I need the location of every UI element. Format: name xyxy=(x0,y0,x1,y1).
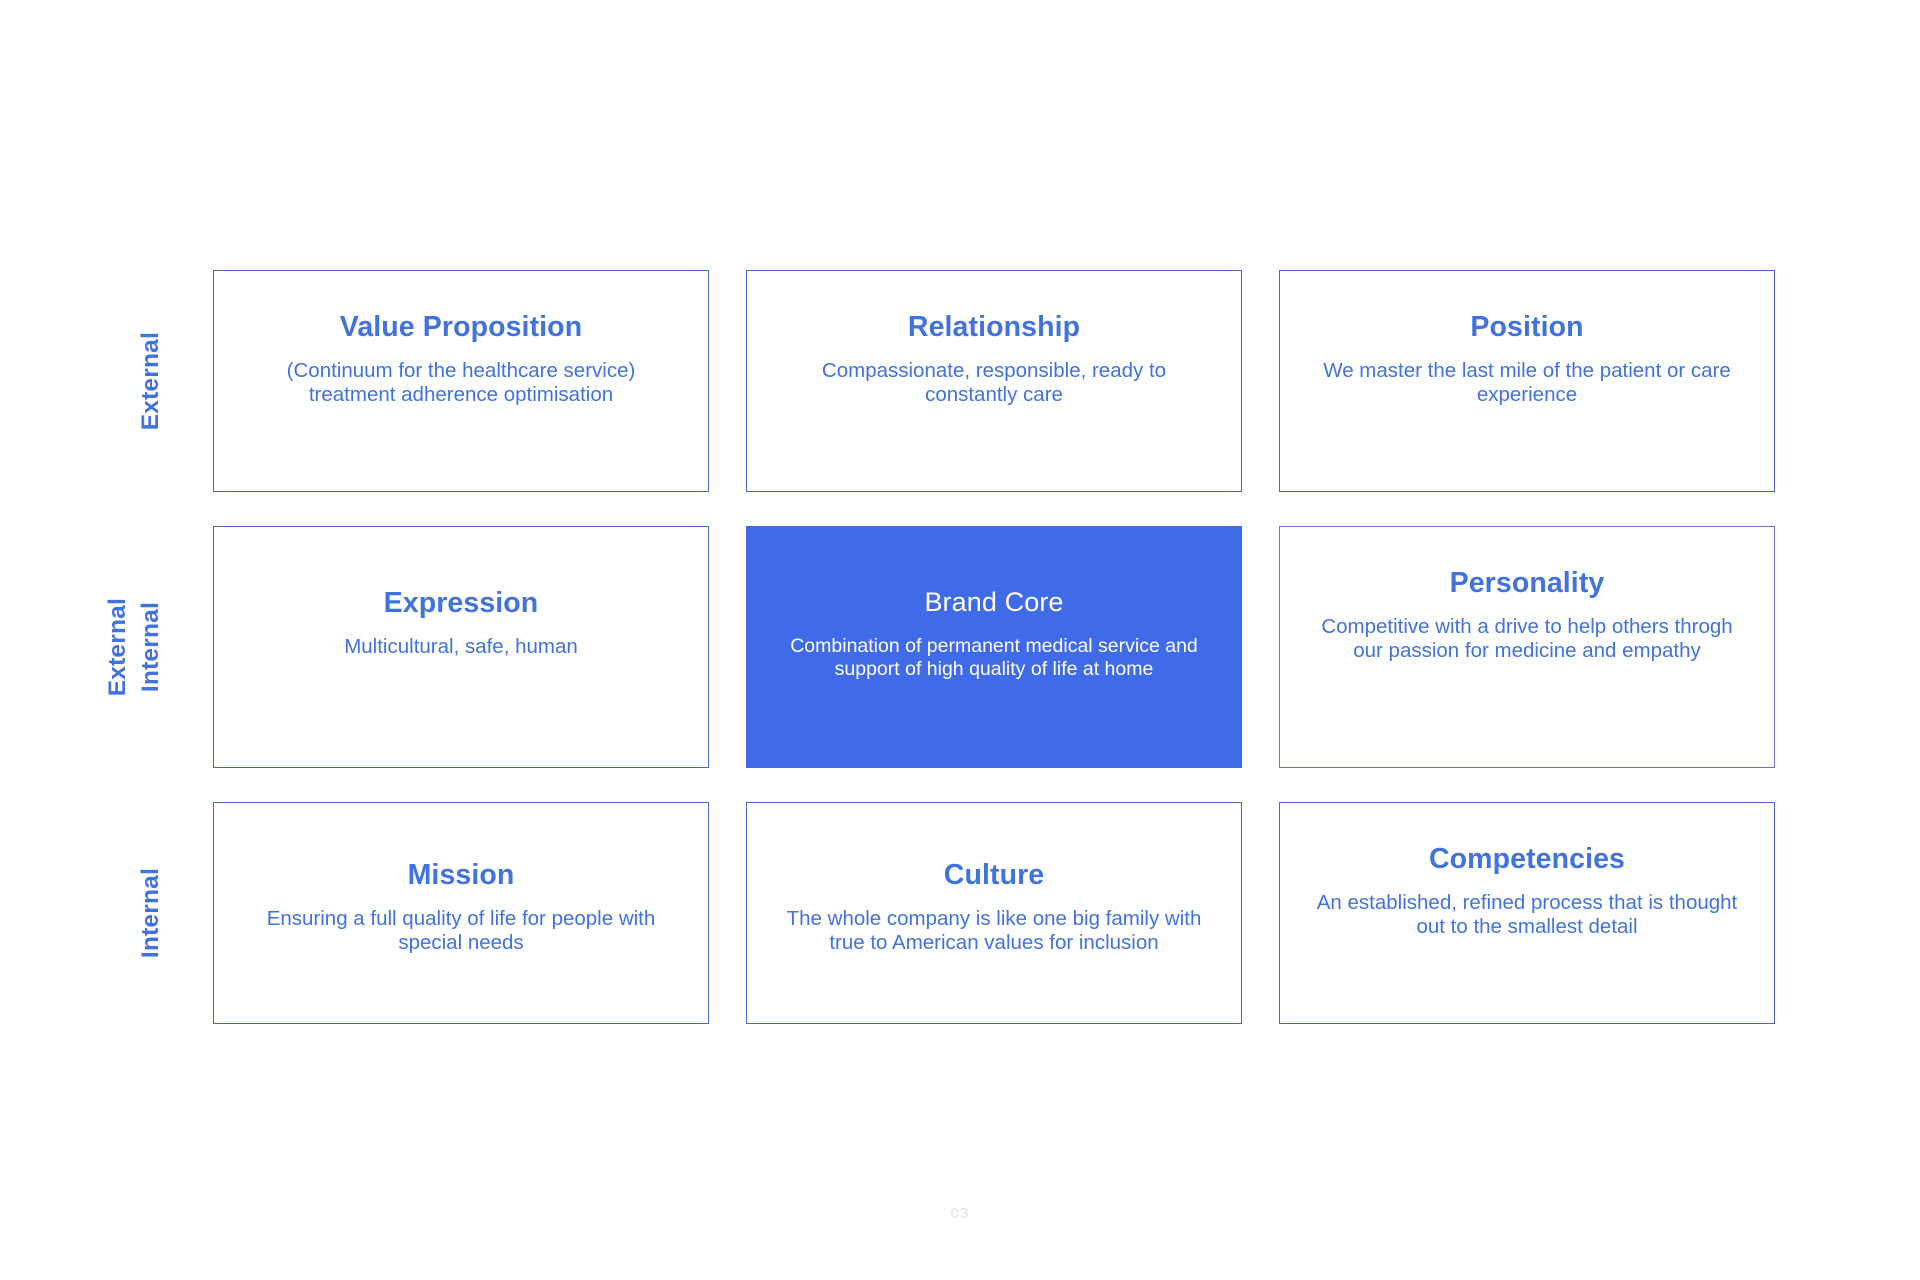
card-title: Value Proposition xyxy=(339,311,583,343)
card-description: The whole company is like one big family… xyxy=(786,906,1202,955)
card-brand-core[interactable]: Brand Core Combination of permanent medi… xyxy=(746,526,1242,768)
card-culture[interactable]: Culture The whole company is like one bi… xyxy=(746,802,1242,1024)
row-label-external-internal: External Internal xyxy=(104,526,165,768)
row-label-internal-bottom: Internal xyxy=(137,802,165,1024)
row-label-column: External External Internal Internal xyxy=(0,270,213,1024)
row-label-text: Internal xyxy=(137,867,164,959)
row-label-external-top: External xyxy=(137,270,165,492)
page-number: 03 xyxy=(950,1205,970,1222)
card-value-proposition[interactable]: Value Proposition (Continuum for the hea… xyxy=(213,270,709,492)
card-competencies[interactable]: Competencies An established, refined pro… xyxy=(1279,802,1775,1024)
card-expression[interactable]: Expression Multicultural, safe, human xyxy=(213,526,709,768)
card-description: Compassionate, responsible, ready to con… xyxy=(821,358,1167,407)
card-description: Competitive with a drive to help others … xyxy=(1321,614,1733,663)
card-description: An established, refined process that is … xyxy=(1316,890,1738,939)
card-title: Relationship xyxy=(907,311,1081,343)
card-title: Competencies xyxy=(1428,843,1625,875)
card-description: (Continuum for the healthcare service) t… xyxy=(286,358,636,407)
card-title: Mission xyxy=(407,859,515,891)
card-title: Position xyxy=(1470,311,1584,343)
row-label-text: External xyxy=(104,597,131,697)
card-title: Culture xyxy=(943,859,1045,891)
card-description: Ensuring a full quality of life for peop… xyxy=(266,906,656,955)
card-title: Personality xyxy=(1449,567,1605,599)
card-relationship[interactable]: Relationship Compassionate, responsible,… xyxy=(746,270,1242,492)
brand-card-grid: Value Proposition (Continuum for the hea… xyxy=(213,270,1775,1024)
card-title: Expression xyxy=(383,587,539,619)
card-description: Combination of permanent medical service… xyxy=(790,634,1198,681)
card-description: Multicultural, safe, human xyxy=(344,634,578,658)
row-label-text: Internal xyxy=(137,601,164,693)
card-mission[interactable]: Mission Ensuring a full quality of life … xyxy=(213,802,709,1024)
card-description: We master the last mile of the patient o… xyxy=(1323,358,1731,407)
card-position[interactable]: Position We master the last mile of the … xyxy=(1279,270,1775,492)
row-label-text: External xyxy=(137,331,164,431)
card-personality[interactable]: Personality Competitive with a drive to … xyxy=(1279,526,1775,768)
card-title: Brand Core xyxy=(924,587,1064,617)
